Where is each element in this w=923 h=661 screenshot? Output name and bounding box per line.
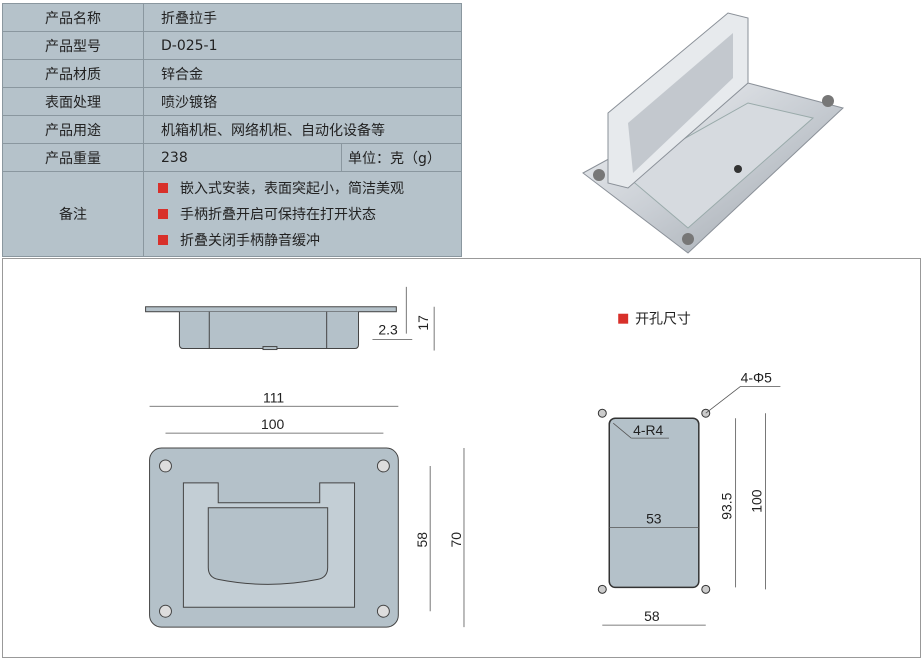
table-row: 产品名称折叠拉手 (2, 3, 462, 32)
row-label: 产品重量 (2, 143, 144, 172)
bullet-icon (618, 313, 629, 324)
row-label: 产品材质 (2, 59, 144, 88)
dim-hole-height: 58 (414, 532, 430, 548)
dim-cutout-width: 53 (646, 511, 662, 527)
row-value: D-025-1 (143, 31, 462, 60)
bullet-icon (158, 235, 168, 245)
note-item: 折叠关闭手柄静音缓冲 (144, 227, 461, 253)
note-item: 手柄折叠开启可保持在打开状态 (144, 201, 461, 227)
dim-hole-spacing-v: 100 (748, 489, 764, 512)
table-row: 产品用途机箱机柜、网络机柜、自动化设备等 (2, 115, 462, 144)
table-row: 备注 嵌入式安装，表面突起小，简洁美观 手柄折叠开启可保持在打开状态 折叠关闭手… (2, 171, 462, 257)
row-label: 产品用途 (2, 115, 144, 144)
dim-hole-spacing-h: 58 (644, 608, 660, 624)
row-value: 折叠拉手 (143, 3, 462, 32)
dim-hole-diameter: 4-Φ5 (741, 369, 772, 385)
row-value: 锌合金 (143, 59, 462, 88)
row-label: 备注 (2, 171, 144, 257)
bullet-icon (158, 209, 168, 219)
side-view (145, 306, 397, 351)
technical-drawing: 2.3 17 111 100 58 70 开孔尺寸 4-Φ5 4-R4 53 9… (2, 258, 921, 658)
row-label: 产品型号 (2, 31, 144, 60)
row-label: 表面处理 (2, 87, 144, 116)
cutout-view (597, 408, 711, 594)
row-value: 喷沙镀铬 (143, 87, 462, 116)
row-value: 238 (143, 143, 342, 172)
table-row: 产品材质锌合金 (2, 59, 462, 88)
dim-outer-height: 70 (448, 532, 464, 548)
bullet-icon (158, 183, 168, 193)
top-view (149, 447, 399, 628)
dim-hole-width: 100 (261, 416, 284, 432)
cutout-title: 开孔尺寸 (635, 311, 691, 327)
row-value: 机箱机柜、网络机柜、自动化设备等 (143, 115, 462, 144)
table-row: 表面处理喷沙镀铬 (2, 87, 462, 116)
dim-side-thickness: 2.3 (378, 322, 398, 338)
row-label: 产品名称 (2, 3, 144, 32)
dim-cutout-height: 93.5 (719, 492, 735, 519)
weight-unit: 单位：克（g） (341, 143, 462, 172)
dim-side-height: 17 (415, 315, 431, 331)
dim-outer-width: 111 (263, 389, 284, 405)
dim-corner-radius: 4-R4 (633, 422, 663, 438)
note-item: 嵌入式安装，表面突起小，简洁美观 (144, 175, 461, 201)
product-photo (582, 12, 845, 254)
notes-cell: 嵌入式安装，表面突起小，简洁美观 手柄折叠开启可保持在打开状态 折叠关闭手柄静音… (143, 171, 462, 257)
